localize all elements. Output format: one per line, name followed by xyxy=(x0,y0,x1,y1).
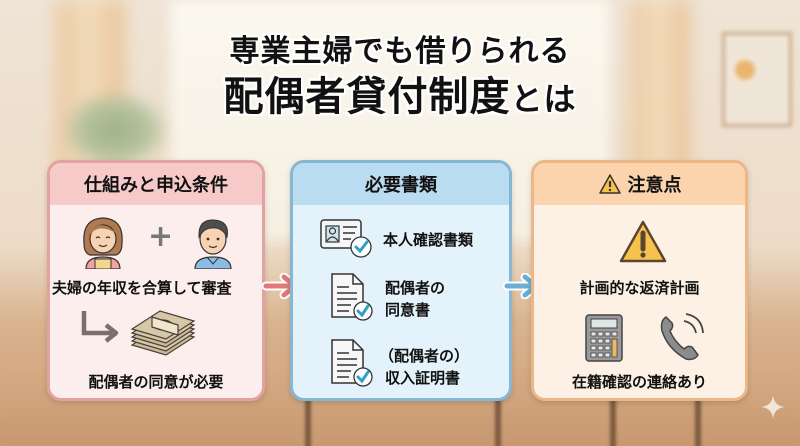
arrow-right-icon xyxy=(503,273,541,299)
panel-header: 必要書類 xyxy=(293,163,509,205)
mechanism-item-2: 配偶者の同意が必要 xyxy=(88,373,224,391)
id-card-check-icon xyxy=(320,219,372,258)
panel-mechanism: 仕組みと申込条件 + 夫婦の年収を合算して審査 xyxy=(47,160,265,401)
cautions-item-2: 在籍確認の連絡あり xyxy=(571,373,707,391)
warning-icon xyxy=(598,174,621,194)
title-line1: 専業主婦でも借りられる xyxy=(229,34,571,69)
phone-icon xyxy=(660,313,704,361)
warning-icon xyxy=(619,220,667,263)
woman-icon xyxy=(83,217,123,269)
panel-documents: 必要書類 本人確認書類 配偶者の 同意書 （配偶者の） xyxy=(290,160,512,401)
page-title: 専業主婦でも借りられる 配偶者貸付制度とは xyxy=(0,32,800,124)
title-line2: 配偶者貸付制度とは xyxy=(0,72,800,124)
money-stack-icon xyxy=(130,310,196,356)
documents-item-3-line2: 収入証明書 xyxy=(385,369,461,387)
cautions-item-1: 計画的な返済計画 xyxy=(579,279,700,297)
sparkle-icon xyxy=(761,395,785,419)
panel-header-label: 注意点 xyxy=(627,175,682,196)
man-icon xyxy=(194,219,232,269)
panel-header: 仕組みと申込条件 xyxy=(50,163,262,205)
document-check-icon xyxy=(331,273,373,321)
documents-item-1: 本人確認書類 xyxy=(383,231,474,249)
panel-cautions: 注意点 計画的な返済計画 在籍確認の連絡あり xyxy=(531,160,748,401)
documents-item-2-line1: 配偶者の xyxy=(385,279,446,297)
title-main: 配偶者貸付制度 xyxy=(223,74,511,120)
panel-header: 注意点 xyxy=(534,163,745,205)
documents-item-3-line1: （配偶者の） xyxy=(379,347,470,365)
documents-item-2-line2: 同意書 xyxy=(385,301,431,319)
bent-arrow-icon xyxy=(81,311,119,343)
calculator-icon xyxy=(585,314,623,362)
plus-sign: + xyxy=(148,219,174,254)
title-suffix: とは xyxy=(510,80,577,118)
document-check-icon xyxy=(331,339,373,387)
mechanism-item-1: 夫婦の年収を合算して審査 xyxy=(52,279,232,297)
